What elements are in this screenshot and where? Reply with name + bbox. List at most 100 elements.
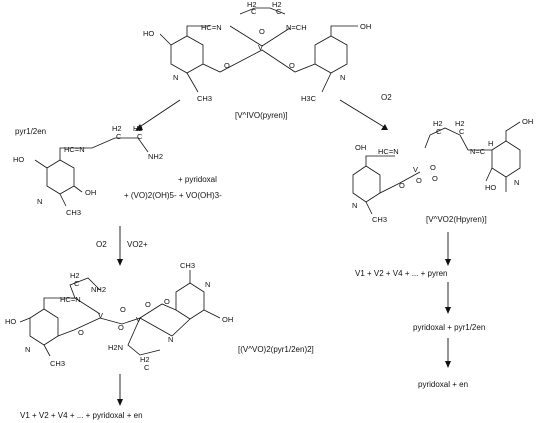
dimer-n1-label: N (25, 345, 30, 354)
ligand-label: pyr1/2en (15, 127, 46, 136)
dimer-ho-label: HO (5, 317, 16, 326)
right-v-label: V (413, 165, 418, 174)
top-hcn-label: HC=N (201, 23, 222, 32)
ligand-ring (46, 159, 75, 195)
top-vo-label: O (259, 27, 265, 36)
top-h2-label: H2 (247, 0, 257, 9)
ligand-pyr-half-en: pyr1/2en HO H2 C H2 C HC=N NH2 OH N CH3 (13, 124, 163, 217)
right-complex-label: [V^VO2(Hpyren)] (426, 215, 487, 224)
arrow-prod2-to-prod3-head (445, 361, 451, 368)
dimer-h2b-label: H2 (140, 355, 150, 364)
ligand-hcn-label: HC=N (64, 145, 85, 154)
arrow-top-to-right (339, 99, 385, 128)
right-o2-label: O (432, 174, 438, 183)
dimer-o1-label: O (120, 305, 126, 314)
dimer-o5-label: O (164, 297, 170, 306)
top-o1-label: O (224, 61, 230, 70)
dimer-cb-label: C (144, 363, 150, 372)
right-product-3: pyridoxal + en (418, 380, 468, 389)
right-complex: OH H2 C H2 C HC=N N=C H OH V O O O O HO … (352, 117, 533, 224)
right-n2-label: N (514, 178, 519, 187)
top-oh-label: OH (360, 22, 371, 31)
vanadate-reagent: + (VO)2(OH)5- + VO(OH)3- (124, 191, 222, 200)
ligand-ch3-label: CH3 (66, 208, 81, 217)
ligand-c-label: C (116, 132, 122, 141)
dimer-oh-label: OH (222, 315, 233, 324)
dimer-n2-label: N (168, 335, 173, 344)
arrow-right-to-prod1-head (445, 259, 451, 266)
dimer-c-label: C (74, 279, 80, 288)
right-h2b-label: H2 (455, 119, 465, 128)
right-left-ring (352, 165, 381, 203)
top-h2b-label: H2 (272, 0, 282, 9)
right-ch3-label: CH3 (372, 215, 387, 224)
top-n2-label: N (340, 73, 345, 82)
right-h2-label: H2 (433, 119, 443, 128)
ligand-oh-label: OH (85, 188, 96, 197)
right-right-ring (491, 140, 521, 178)
ligand-nh2-label: NH2 (148, 152, 163, 161)
dimer-complex-label: [(V^VO)2(pyr1/2en)2] (238, 345, 314, 354)
arrow-top-to-ligand (137, 99, 181, 129)
dimer-left-ring (29, 308, 59, 346)
top-right-ring (314, 35, 348, 74)
left-final-product: V1 + V2 + V4 + ... + pyridoxal + en (20, 411, 143, 420)
o2-label-right: O2 (381, 93, 392, 102)
vo2-label: VO2+ (127, 240, 148, 249)
top-c-label: C (251, 7, 257, 16)
dimer-nh2-label: NH2 (91, 285, 106, 294)
arrow-prod1-to-prod2-head (445, 307, 451, 314)
ligand-ho-label: HO (13, 155, 24, 164)
right-product-1: V1 + V2 + V4 + ... + pyren (355, 269, 448, 278)
right-oh-label: OH (355, 143, 366, 152)
arrow-top-to-right-head (381, 124, 388, 130)
arrow-ligand-to-dimer-head (117, 259, 123, 266)
dimer-right-ring (175, 282, 205, 320)
dimer-n3-label: N (205, 280, 210, 289)
pyridoxal-reagent: + pyridoxal (178, 175, 217, 184)
right-h-label: H (488, 139, 493, 148)
ligand-cb-label: C (137, 132, 143, 141)
right-o1-label: O (430, 163, 436, 172)
o2-label-left: O2 (96, 240, 107, 249)
top-n1-label: N (173, 73, 178, 82)
ligand-n-label: N (37, 197, 42, 206)
top-nch-label: N=CH (286, 23, 307, 32)
right-cb-label: C (459, 127, 465, 136)
arrow-dimer-to-final-head (117, 399, 123, 406)
dimer-v2-label: V (136, 315, 141, 324)
arrow-top-to-ligand-head (135, 124, 143, 131)
right-oh2-label: OH (522, 117, 533, 126)
top-complex: HO H2 C H2 C HC=N N=CH OH V O O O N N CH… (143, 0, 371, 120)
top-complex-label: [V^IVO(pyren)] (235, 111, 288, 120)
top-left-ring (170, 35, 204, 74)
right-hcn-label: HC=N (378, 147, 399, 156)
dimer-complex: H2 C NH2 HC=N HO V V O O O O O N N CH3 H… (5, 261, 314, 372)
dimer-ch3-label: CH3 (50, 359, 65, 368)
right-product-2: pyridoxal + pyr1/2en (413, 323, 485, 332)
top-v-label: V (258, 43, 263, 52)
right-o3-label: O (399, 181, 405, 190)
dimer-h2-label: H2 (70, 271, 80, 280)
top-cb-label: C (276, 7, 282, 16)
arrows (117, 99, 451, 406)
dimer-o3-label: O (78, 328, 84, 337)
right-nc-label: N=C (470, 147, 486, 156)
right-c-label: C (436, 127, 442, 136)
top-ch3-label: CH3 (197, 94, 212, 103)
right-o4-label: O (416, 176, 422, 185)
dimer-ch3b-label: CH3 (180, 261, 195, 270)
dimer-h2n-label: H2N (108, 343, 123, 352)
dimer-hcn-label: HC=N (60, 295, 81, 304)
right-n1-label: N (352, 201, 357, 210)
top-o2-label: O (289, 61, 295, 70)
top-ho-label: HO (143, 29, 154, 38)
top-h3c-label: H3C (301, 94, 317, 103)
dimer-v1-label: V (98, 311, 103, 320)
dimer-o2-label: O (118, 323, 124, 332)
right-ho-label: HO (485, 183, 496, 192)
dimer-o4-label: O (145, 300, 151, 309)
ligand-h2-label: H2 (112, 124, 122, 133)
